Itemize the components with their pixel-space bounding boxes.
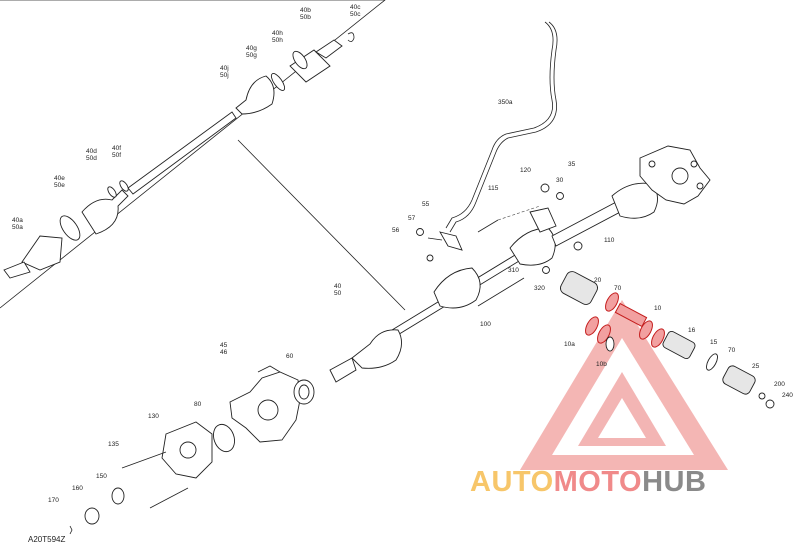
callout-110: 110 bbox=[604, 237, 615, 244]
drawing-code: A20T594Z bbox=[28, 535, 66, 544]
callout-55: 55 bbox=[422, 201, 430, 208]
callout-120: 120 bbox=[520, 167, 531, 174]
differential-housing bbox=[639, 145, 711, 205]
callout-80: 80 bbox=[194, 401, 202, 408]
knuckle-hub-assembly bbox=[69, 365, 315, 535]
vent-hose bbox=[445, 21, 558, 233]
callout-35: 35 bbox=[568, 161, 576, 168]
callout-240: 240 bbox=[782, 392, 793, 399]
main-drive-shaft bbox=[329, 182, 658, 383]
callout-100: 100 bbox=[480, 321, 491, 328]
callout-130: 130 bbox=[148, 413, 159, 420]
watermark-text: AUTOMOTOHUB bbox=[470, 466, 706, 499]
callout-60: 60 bbox=[286, 353, 294, 360]
callout-320: 320 bbox=[534, 285, 545, 292]
callout-135: 135 bbox=[108, 441, 119, 448]
watermark-hub: HUB bbox=[642, 466, 707, 498]
callout-350a: 350a bbox=[498, 99, 513, 106]
callout-20: 20 bbox=[594, 277, 602, 284]
leader-line-inset bbox=[237, 139, 406, 311]
callout-200: 200 bbox=[774, 381, 785, 388]
watermark-auto: AUTO bbox=[470, 466, 554, 498]
callout-310: 310 bbox=[508, 267, 519, 274]
callout-56: 56 bbox=[392, 227, 400, 234]
watermark-moto: MOTO bbox=[553, 466, 643, 498]
callout-30: 30 bbox=[556, 177, 564, 184]
callout-70a: 70 bbox=[614, 285, 622, 292]
bushing-assembly bbox=[560, 271, 775, 409]
inset-shaft-assembly bbox=[3, 32, 355, 279]
callout-15: 15 bbox=[710, 339, 718, 346]
inset-panel bbox=[0, 0, 386, 309]
callout-150: 150 bbox=[96, 473, 107, 480]
callout-16: 16 bbox=[688, 327, 696, 334]
callout-160: 160 bbox=[72, 485, 83, 492]
watermark-logo bbox=[520, 300, 728, 470]
callout-10: 10 bbox=[654, 305, 662, 312]
callout-10b: 10b bbox=[596, 361, 607, 368]
callout-170: 170 bbox=[48, 497, 59, 504]
callout-115: 115 bbox=[488, 185, 499, 192]
hardware-bolts bbox=[416, 183, 583, 307]
callout-25: 25 bbox=[752, 363, 760, 370]
callout-70b: 70 bbox=[728, 347, 736, 354]
callout-10a: 10a bbox=[564, 341, 575, 348]
callout-57: 57 bbox=[408, 215, 416, 222]
